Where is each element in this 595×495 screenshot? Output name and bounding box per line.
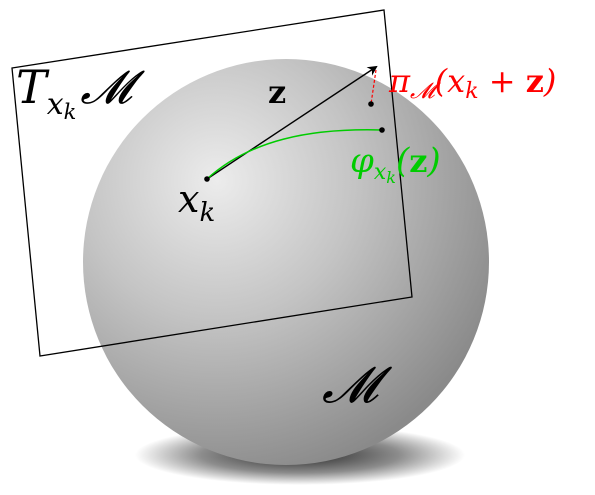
point-retraction [379, 127, 385, 133]
vector-z-arrow [206, 65, 378, 180]
point-projection [368, 101, 374, 107]
projection-dashed-line [370, 69, 377, 105]
retraction-curve [206, 129, 383, 180]
projection-label: π𝓜(xk + z) [388, 62, 556, 104]
retraction-label: φxk(z) [350, 141, 441, 187]
vector-z-label: z [268, 73, 286, 111]
point-xk [204, 176, 210, 182]
point-xk-label: xk [178, 177, 215, 228]
manifold-sphere [83, 59, 489, 465]
tangent-plane [11, 9, 413, 357]
tangent-plane-label: Txk𝓜 [16, 60, 145, 124]
